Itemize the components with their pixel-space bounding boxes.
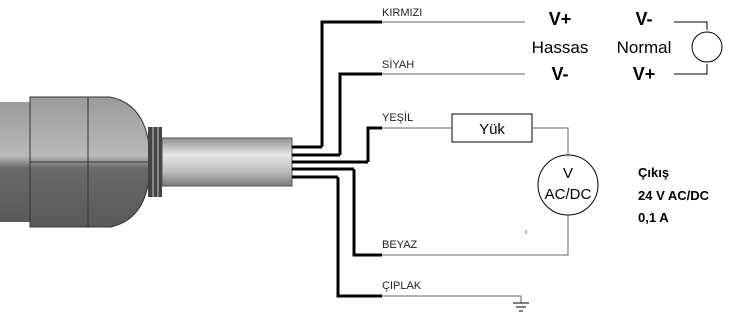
cable (161, 137, 293, 187)
wire-black: SİYAH (338, 58, 525, 155)
sensitive-mode-label: Hassas (532, 38, 589, 57)
supply-symbol: V (563, 165, 573, 182)
mode-table: V+ Hassas V- V- Normal V+ (532, 9, 672, 84)
wire-label-green: YEŞİL (382, 111, 413, 124)
wire-label-black: SİYAH (382, 58, 414, 71)
output-title: Çıkış (638, 165, 669, 180)
output-current: 0,1 A (638, 210, 669, 225)
load-label: Yük (479, 121, 505, 138)
wire-label-bare: ÇIPLAK (382, 280, 422, 292)
wire-bundle (292, 145, 368, 179)
output-voltage: 24 V AC/DC (638, 188, 710, 203)
normal-top-polarity: V- (635, 9, 652, 29)
wire-label-white: BEYAZ (382, 239, 418, 251)
wire-label-red: KIRMIZI (382, 7, 422, 19)
normal-bottom-polarity: V+ (633, 64, 656, 84)
output-spec: Çıkış 24 V AC/DC 0,1 A (638, 165, 710, 225)
wire-red: KIRMIZI (320, 7, 525, 147)
wire-white: BEYAZ (352, 169, 569, 257)
load-box: Yük (451, 113, 569, 155)
lamp-loop (674, 21, 723, 75)
wire-bare: ÇIPLAK (336, 177, 522, 303)
ground-icon (513, 302, 529, 312)
normal-mode-label: Normal (617, 38, 672, 57)
sensitive-top-polarity: V+ (549, 9, 572, 29)
sensor-body (0, 96, 162, 228)
wire-green: YEŞİL (366, 111, 452, 162)
supply-type: AC/DC (545, 186, 592, 203)
supply-source: V AC/DC (537, 154, 599, 216)
sensitive-bottom-polarity: V- (551, 64, 568, 84)
